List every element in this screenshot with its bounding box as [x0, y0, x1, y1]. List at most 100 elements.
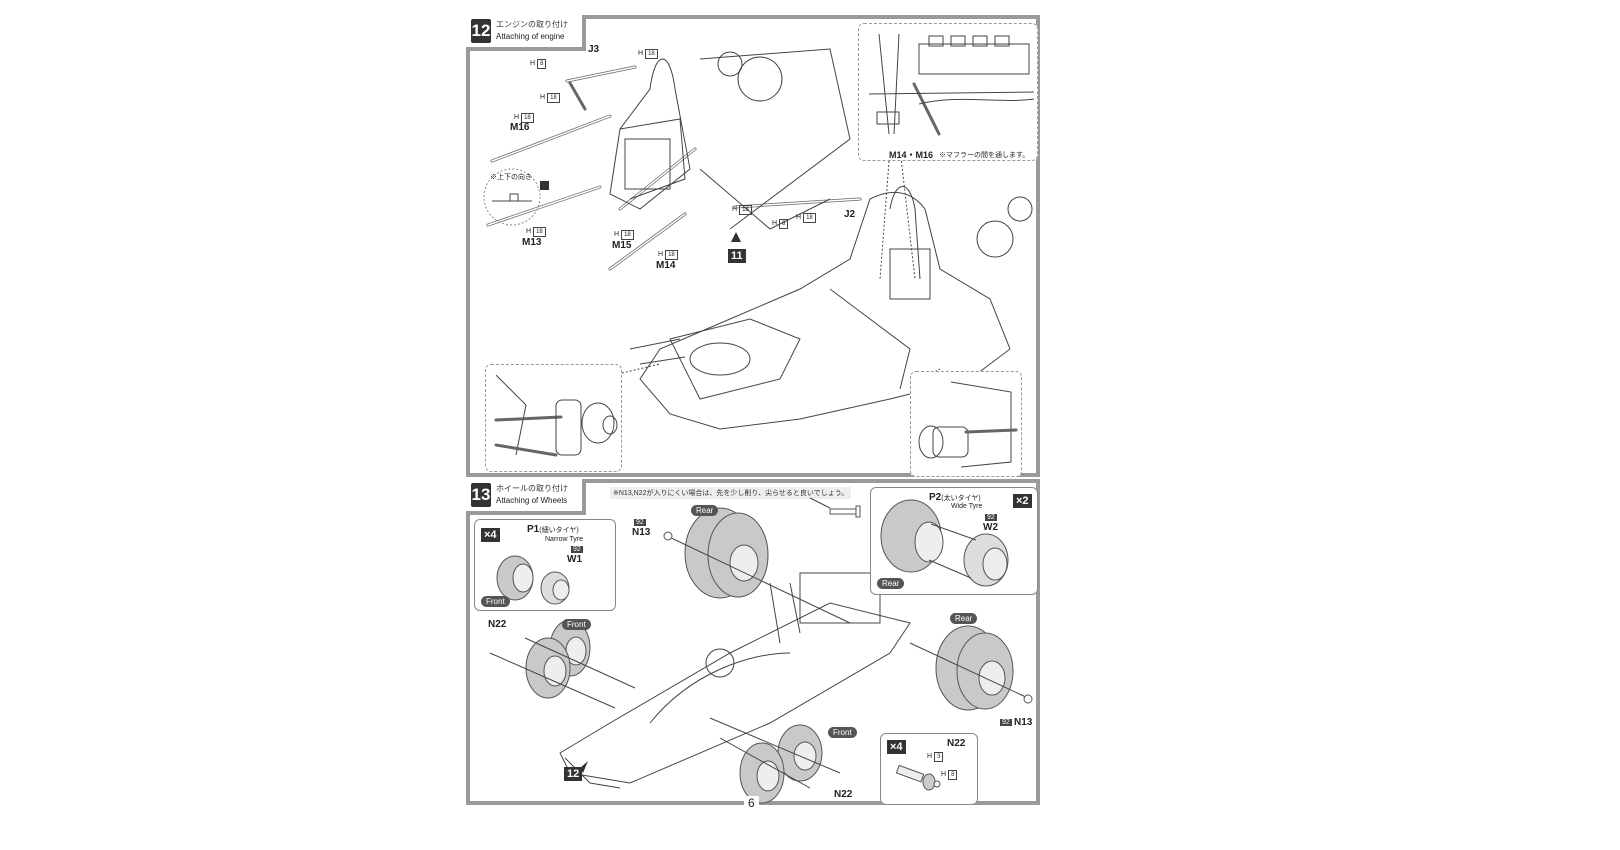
screw-size: 18	[621, 230, 634, 240]
tyre-en-label: Narrow Tyre	[545, 536, 583, 543]
rod-m13	[486, 185, 602, 227]
part-label-m15: M15	[612, 240, 632, 251]
tyre-jp: (細いタイヤ)	[539, 527, 579, 534]
screw-size: 8	[537, 59, 547, 69]
screw-h: H	[614, 231, 620, 238]
step-title-jp: ホイールの取り付け	[496, 484, 568, 493]
front-tyre-inset: ×4 P1(細いタイヤ) Narrow Tyre 92 W1 Front	[474, 519, 616, 611]
car-chassis-sketch	[559, 572, 911, 789]
screw-h: H	[941, 771, 947, 778]
inset-part-label: M14・M16	[889, 150, 934, 160]
muffler-detail-inset: M14・M16 ※マフラーの間を通します。	[858, 23, 1038, 161]
screw-size: 18	[665, 250, 678, 260]
n22-axle-sketch	[895, 764, 941, 791]
tyre-en-label: Wide Tyre	[951, 503, 983, 510]
screw-size: 18	[547, 93, 560, 103]
rod-m14	[608, 212, 687, 271]
part-label-j2: J2	[844, 209, 856, 220]
wheels-diagram	[489, 497, 1033, 804]
page-number: 6	[744, 796, 759, 810]
screw-h: H	[732, 206, 738, 213]
screw-size: 8	[779, 219, 789, 229]
screw-size: 18	[533, 227, 546, 237]
wheel-part-label: W2	[983, 522, 998, 533]
left-engine-detail-inset	[485, 364, 622, 472]
rear-tyre-top	[663, 507, 851, 624]
front-tyre-exploded	[496, 555, 570, 605]
engine-right-sketch	[918, 381, 1018, 468]
screw-h: H	[658, 251, 664, 258]
chassis-sketch-top	[609, 48, 851, 230]
tyre-part: P2	[929, 492, 942, 503]
step-13-note: ※N13,N22が入りにくい場合は、先を少し削り、尖らせると良いでしょう。	[610, 487, 852, 499]
ref-step-12: 12	[564, 767, 583, 781]
front-tyres-left	[489, 619, 636, 709]
screw-size: 18	[739, 205, 752, 215]
wheel-code: 92	[571, 546, 583, 553]
part-label-n22: N22	[834, 789, 853, 800]
position-badge-rear: Rear	[877, 578, 905, 589]
part-code: 92	[1000, 719, 1012, 726]
screw-size: 3	[934, 752, 944, 762]
quantity-badge: ×4	[887, 740, 906, 754]
screw-h: H	[514, 114, 520, 121]
rear-tyre-inset: P2(太いタイヤ) Wide Tyre ×2 92 W2 Rear	[870, 487, 1038, 595]
part-label-n22: N22	[488, 619, 507, 630]
car-assembly-sketch	[629, 186, 1033, 430]
wheel-code: 92	[985, 514, 997, 521]
part-label-n13: N13	[632, 527, 651, 538]
right-engine-detail-inset	[910, 371, 1022, 477]
screw-h: H	[530, 60, 536, 67]
rod-m16	[490, 114, 612, 163]
position-badge-front: Front	[562, 619, 591, 630]
part-code: 92	[634, 519, 646, 526]
quantity-badge: ×4	[481, 528, 500, 542]
front-tyres-bottom	[709, 717, 841, 804]
position-badge-rear: Rear	[691, 505, 719, 516]
screw-size: 18	[803, 213, 816, 223]
orientation-note: ※上下の向き	[490, 174, 532, 181]
step-title-en: Attaching of Wheels	[496, 496, 568, 505]
tyre-jp: (太いタイヤ)	[941, 495, 981, 502]
part-label-n13: N13	[1014, 717, 1033, 728]
engine-left-sketch	[494, 374, 618, 457]
screw-size: 18	[521, 113, 534, 123]
screw-h: H	[796, 214, 802, 221]
wheel-part-label: W1	[567, 554, 582, 565]
rod-m15	[618, 147, 697, 211]
part-label-j3: J3	[588, 44, 600, 55]
part-label-m14: M14	[656, 260, 676, 271]
part-label-m16: M16	[510, 122, 530, 133]
step-number: 12	[471, 19, 491, 43]
rod-j3	[565, 65, 637, 111]
screw-size: 8	[948, 770, 958, 780]
pointer-arrow-icon	[731, 232, 741, 242]
muffler-sketch	[868, 33, 1035, 136]
rear-tyre-right	[909, 625, 1033, 711]
rear-tyre-exploded	[880, 499, 1009, 587]
screw-h: H	[540, 94, 546, 101]
screw-h: H	[772, 220, 778, 227]
part-label-n22: N22	[947, 738, 966, 749]
tyre-part-label: P2(太いタイヤ)	[929, 492, 981, 503]
step-title-en: Attaching of engine	[496, 32, 565, 41]
screw-h: H	[638, 50, 644, 57]
quantity-badge: ×2	[1013, 494, 1032, 508]
inset-note: ※マフラーの間を通します。	[939, 152, 1030, 159]
step-title-jp: エンジンの取り付け	[496, 20, 568, 29]
position-badge-front: Front	[828, 727, 857, 738]
screw-h: H	[927, 753, 933, 760]
ref-step-11: 11	[728, 249, 746, 263]
rod-j2	[733, 197, 862, 209]
